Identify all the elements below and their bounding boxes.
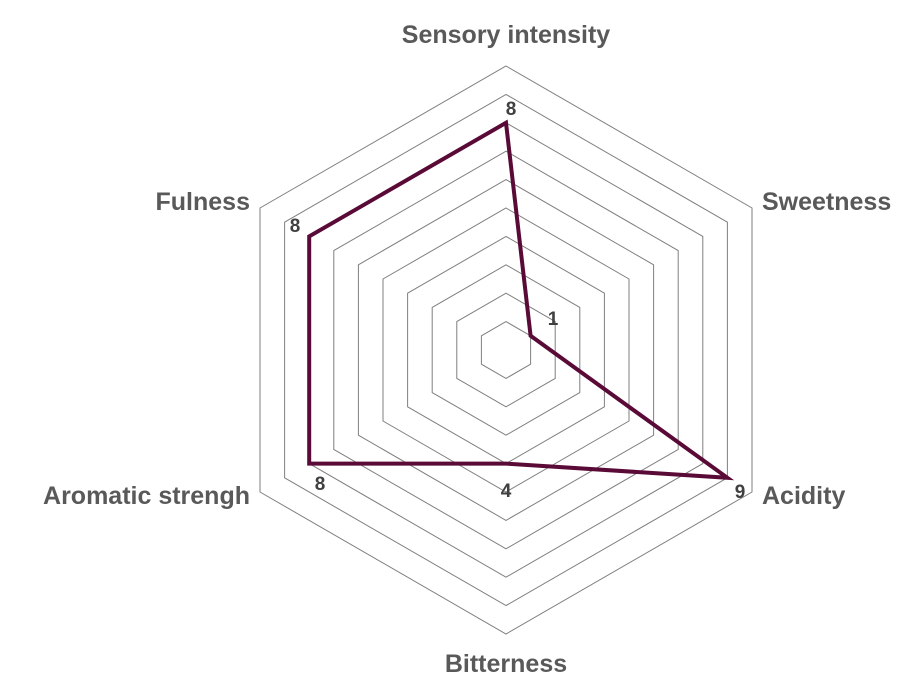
grid-ring-10 [259,65,753,635]
axis-label-layer: Sensory intensity Sweetness Acidity Bitt… [43,21,891,678]
data-label-sensory-intensity: 8 [506,99,517,120]
grid-ring-5 [382,207,630,493]
axis-label-fulness: Fulness [156,188,250,216]
grid-ring-9 [284,93,728,607]
axis-label-sweetness: Sweetness [762,188,891,216]
grid-ring-1 [480,321,532,379]
grid-ring-2 [456,292,556,408]
data-label-bitterness: 4 [501,481,512,502]
grid-ring-7 [333,150,679,550]
grid-layer [259,65,753,635]
axis-label-sensory-intensity: Sensory intensity [402,21,610,49]
grid-ring-6 [357,179,655,521]
grid-ring-3 [431,264,581,436]
data-label-sweetness: 1 [548,309,559,330]
grid-ring-4 [407,235,605,465]
data-label-acidity: 9 [735,482,746,503]
axis-label-acidity: Acidity [762,482,845,510]
axis-label-aromatic-strengh: Aromatic strengh [43,482,250,510]
data-label-aromatic-strengh: 8 [315,474,326,495]
grid-ring-8 [308,122,704,578]
data-label-layer: 8 1 9 4 8 8 [290,99,746,503]
data-label-fulness: 8 [290,216,301,237]
series-0-line [307,119,735,481]
axis-label-bitterness: Bitterness [445,650,567,678]
series-layer [307,119,735,481]
